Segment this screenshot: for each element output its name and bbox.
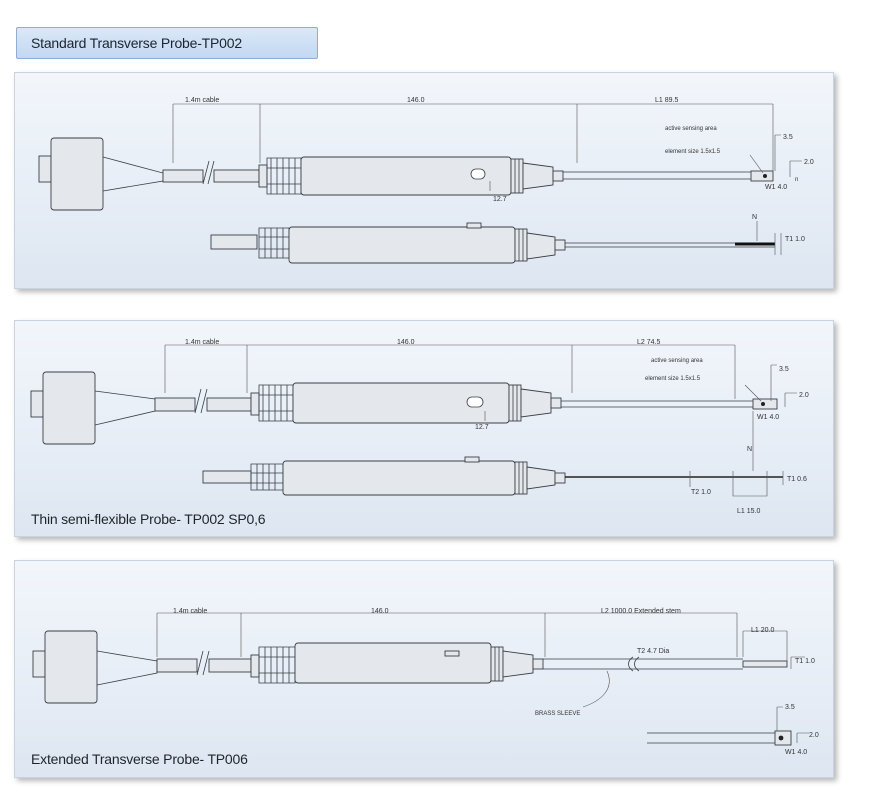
tp006-drawing: 1.4m cable 146.0 L2 1000.0 Extended stem… bbox=[32, 608, 819, 756]
panel-caption: Thin semi-flexible Probe- TP002 SP0,6 bbox=[31, 511, 266, 527]
cable-length-label: 1.4m cable bbox=[185, 97, 219, 104]
probe-panel-tp002-sp06: 1.4m cable 146.0 L2 74.5 active sensing … bbox=[14, 320, 834, 537]
connector-plug bbox=[32, 650, 46, 678]
dim-2-0-label: 2.0 bbox=[804, 159, 814, 166]
brass-sleeve-label: BRASS SLEEVE bbox=[535, 711, 580, 717]
element-size-label: element size 1.5x1.5 bbox=[665, 149, 721, 155]
tp002-sp06-drawing: 1.4m cable 146.0 L2 74.5 active sensing … bbox=[30, 339, 809, 515]
probe-panel-tp006: 1.4m cable 146.0 L2 1000.0 Extended stem… bbox=[14, 560, 834, 778]
dim-3-5-label: 3.5 bbox=[783, 134, 793, 141]
grip-dia-label: 12.7 bbox=[493, 196, 507, 203]
connector-plug bbox=[38, 155, 52, 183]
tp002-drawing: 1.4m cable 146.0 L1 89.5 active sensing … bbox=[38, 97, 814, 264]
probe-body bbox=[294, 642, 492, 684]
extended-stem bbox=[543, 658, 743, 670]
width-label: W1 4.0 bbox=[757, 414, 779, 421]
connector-housing bbox=[42, 371, 96, 445]
panel-caption: Extended Transverse Probe- TP006 bbox=[31, 751, 248, 767]
thickness-stem-label: T2 1.0 bbox=[691, 489, 711, 496]
n-marker-label: N bbox=[747, 446, 752, 453]
cable bbox=[154, 397, 196, 412]
cable bbox=[156, 658, 198, 673]
dim-3-5-label: 3.5 bbox=[785, 704, 795, 711]
cable bbox=[162, 169, 204, 183]
connector-plug bbox=[30, 390, 44, 418]
stem-dia-label: T2 4.7 Dia bbox=[637, 648, 669, 655]
tip-length-label: L1 15.0 bbox=[737, 508, 760, 515]
dim-3-5-label: 3.5 bbox=[779, 366, 789, 373]
stem-length-label: L2 74.5 bbox=[637, 339, 660, 346]
dim-2-0-label: 2.0 bbox=[809, 732, 819, 739]
width-label: W1 4.0 bbox=[765, 184, 787, 191]
cable-length-label: 1.4m cable bbox=[173, 608, 207, 615]
tip-length-label: L1 20.0 bbox=[751, 627, 774, 634]
stem-length-label: L1 89.5 bbox=[655, 97, 678, 104]
thickness-label: T1 1.0 bbox=[795, 658, 815, 665]
n-marker-label: N bbox=[752, 214, 757, 221]
grip-dia-label: 12.7 bbox=[475, 424, 489, 431]
dim-2-0-label: 2.0 bbox=[799, 392, 809, 399]
sensing-area-label: active sensing area bbox=[665, 126, 717, 132]
probe-panel-tp002: 1.4m cable 146.0 L1 89.5 active sensing … bbox=[14, 72, 834, 289]
connector-housing bbox=[44, 630, 98, 704]
connector-housing bbox=[50, 137, 104, 211]
n-small-label: n bbox=[795, 177, 798, 183]
body-length-label: 146.0 bbox=[371, 608, 389, 615]
body-length-label: 146.0 bbox=[397, 339, 415, 346]
stem-length-label: L2 1000.0 Extended stem bbox=[601, 608, 681, 615]
page-title: Standard Transverse Probe-TP002 bbox=[16, 27, 318, 59]
sensing-area-label: active sensing area bbox=[651, 358, 703, 364]
width-label: W1 4.0 bbox=[785, 749, 807, 756]
thickness-tip-label: T1 0.6 bbox=[787, 476, 807, 483]
element-size-label: element size 1.5x1.5 bbox=[645, 376, 701, 382]
cable-length-label: 1.4m cable bbox=[185, 339, 219, 346]
thickness-label: T1 1.0 bbox=[785, 236, 805, 243]
body-length-label: 146.0 bbox=[407, 97, 425, 104]
